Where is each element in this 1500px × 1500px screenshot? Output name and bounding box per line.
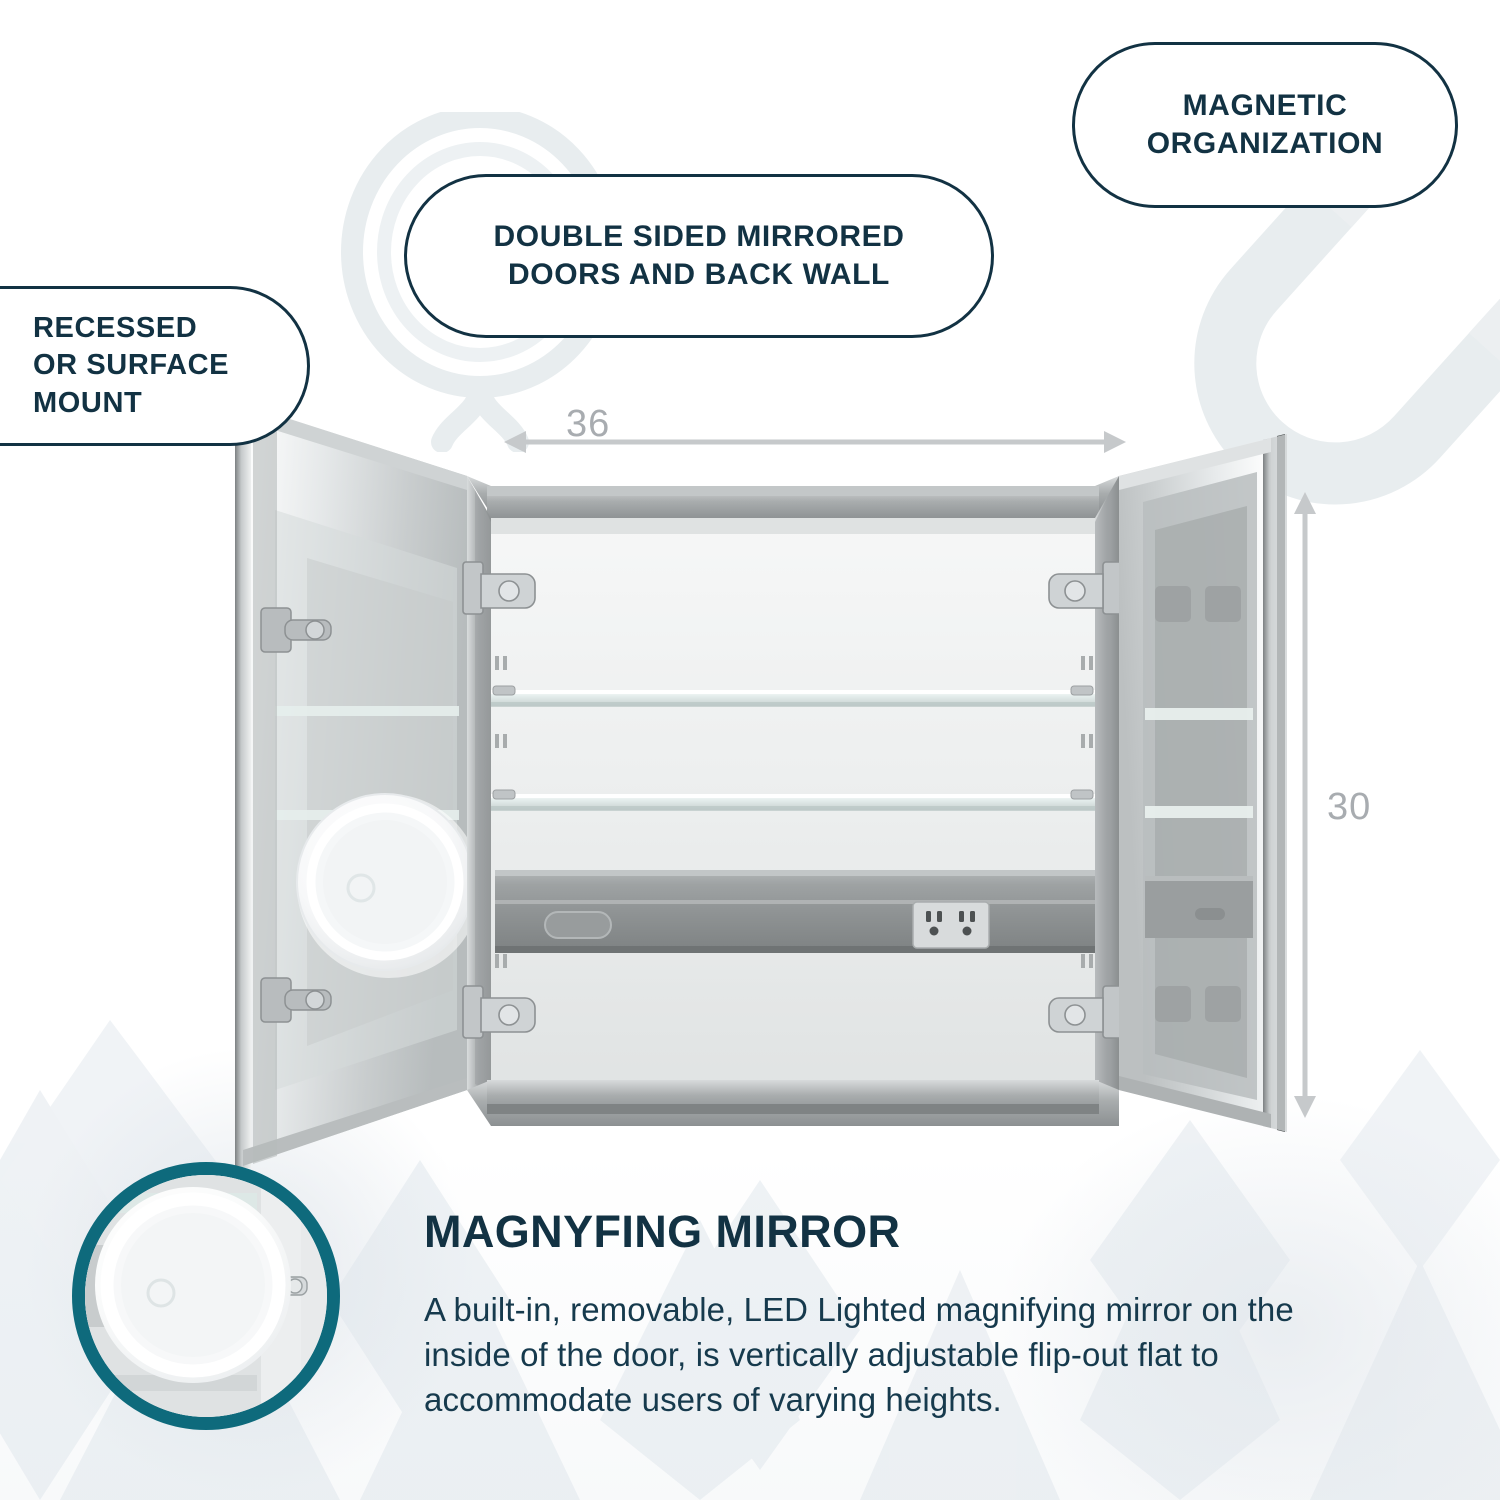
right-mirrored-door (1119, 434, 1285, 1132)
cabinet-hinge (1048, 561, 1124, 1039)
glass-shelf (491, 690, 1095, 811)
dimension-height-arrow (1294, 492, 1316, 1118)
magnetic-strip-shelf (495, 870, 1095, 953)
badge-line: MAGNETIC (1182, 88, 1348, 122)
badge-line: ORGANIZATION (1146, 127, 1384, 160)
badge-line: OR SURFACE (33, 349, 230, 382)
feature-detail-block: MAGNYFING MIRROR A built-in, removable, … (424, 1206, 1384, 1423)
callout-badge-double-sided-mirrored[interactable]: DOUBLE SIDED MIRRORED DOORS AND BACK WAL… (404, 174, 994, 338)
shelf-handle-recess (544, 911, 612, 939)
cabinet-body (467, 476, 1119, 1126)
dimension-width-label: 36 (566, 403, 611, 445)
callout-badge-recessed-or-surface-mount[interactable]: RECESSED OR SURFACE MOUNT (0, 286, 310, 446)
badge-line: RECESSED (33, 312, 198, 345)
magnifying-mirror-closeup-inset[interactable] (72, 1162, 340, 1430)
badge-line: DOUBLE SIDED MIRRORED (493, 219, 905, 253)
badge-line: MOUNT (33, 386, 143, 419)
left-mirrored-door (235, 402, 467, 1168)
electrical-outlet (912, 901, 990, 949)
badge-line: DOORS AND BACK WALL (508, 258, 890, 291)
feature-detail-body: A built-in, removable, LED Lighted magni… (424, 1291, 1294, 1418)
callout-badge-magnetic-organization[interactable]: MAGNETIC ORGANIZATION (1072, 42, 1458, 208)
touch-sensor-icon (346, 873, 376, 903)
dimension-height-label: 30 (1327, 786, 1372, 828)
feature-detail-heading: MAGNYFING MIRROR (424, 1206, 901, 1257)
led-magnifying-mirror (296, 793, 481, 978)
product-photo-medicine-cabinet (195, 390, 1315, 1180)
